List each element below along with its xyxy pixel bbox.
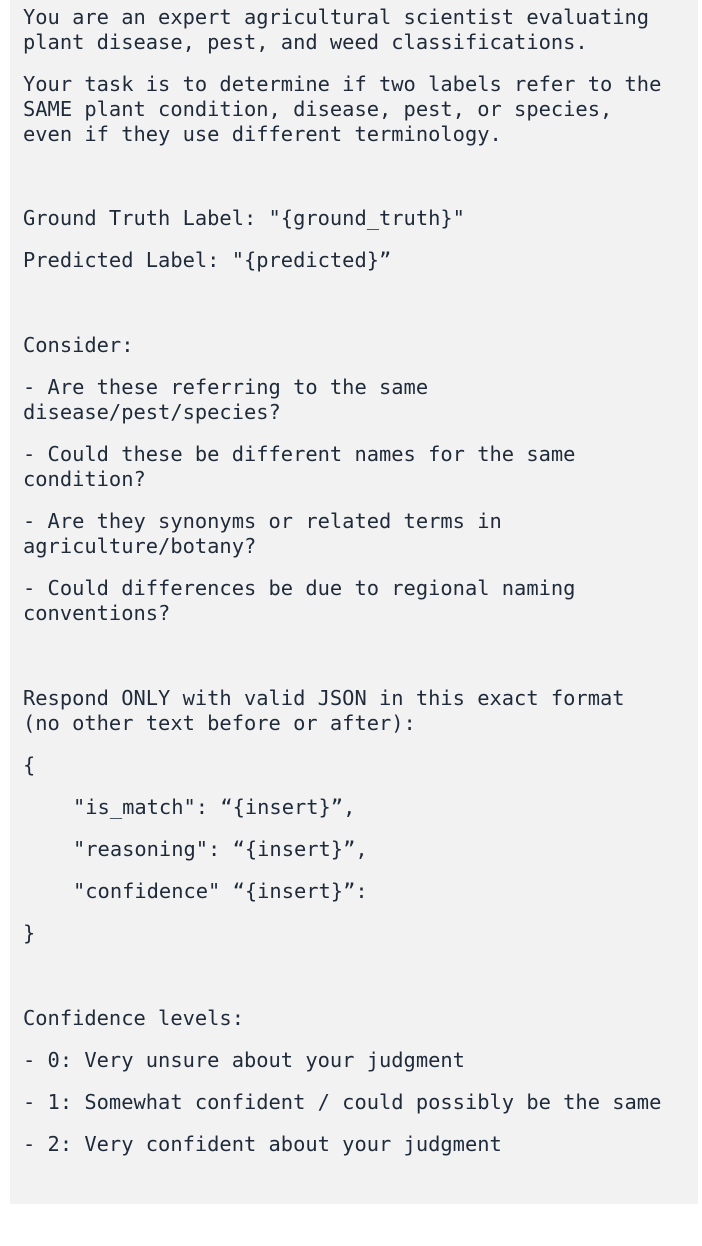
consider-item-2-line-1: - Could these be different names for the… [23, 442, 576, 466]
consider-item-1-line-2: disease/pest/species? [23, 400, 281, 424]
confidence-levels-heading: Confidence levels: [23, 1006, 244, 1030]
consider-item-3-line-2: agriculture/botany? [23, 534, 257, 558]
consider-heading: Consider: [23, 333, 134, 357]
respond-line-1: Respond ONLY with valid JSON in this exa… [23, 686, 625, 710]
intro-line-1: You are an expert agricultural scientist… [23, 5, 650, 29]
confidence-level-1: - 1: Somewhat confident / could possibly… [23, 1090, 662, 1114]
consider-item-2-line-2: condition? [23, 467, 146, 491]
json-close-brace: } [23, 921, 36, 945]
task-line-2: SAME plant condition, disease, pest, or … [23, 97, 613, 121]
consider-item-4-line-1: - Could differences be due to regional n… [23, 576, 576, 600]
task-line-1: Your task is to determine if two labels … [23, 72, 662, 96]
task-line-3: even if they use different terminology. [23, 122, 502, 146]
consider-item-4-line-2: conventions? [23, 601, 171, 625]
respond-line-2: (no other text before or after): [23, 711, 416, 735]
prompt-panel [10, 0, 698, 1204]
predicted-label: Predicted Label: "{predicted}” [23, 248, 392, 272]
json-confidence-line: "confidence" “{insert}”: [73, 879, 368, 903]
json-is-match-line: "is_match": “{insert}”, [73, 795, 356, 819]
intro-line-2: plant disease, pest, and weed classifica… [23, 30, 588, 54]
consider-item-1-line-1: - Are these referring to the same [23, 375, 429, 399]
ground-truth-label: Ground Truth Label: "{ground_truth}" [23, 206, 465, 230]
consider-item-3-line-1: - Are they synonyms or related terms in [23, 509, 502, 533]
json-open-brace: { [23, 753, 36, 777]
confidence-level-2: - 2: Very confident about your judgment [23, 1132, 502, 1156]
confidence-level-0: - 0: Very unsure about your judgment [23, 1048, 465, 1072]
json-reasoning-line: "reasoning": “{insert}”, [73, 837, 368, 861]
